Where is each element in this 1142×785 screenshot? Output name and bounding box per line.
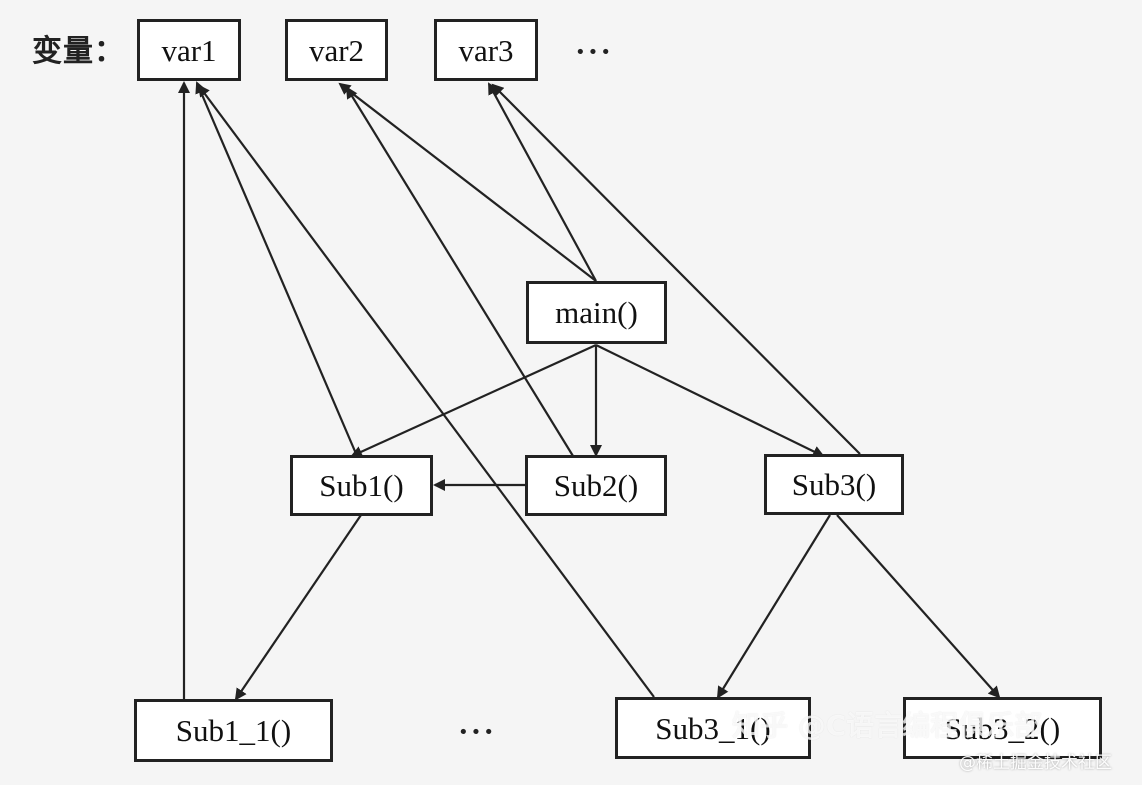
edge-sub2-to-var2 bbox=[345, 86, 574, 457]
node-sub1: Sub1() bbox=[290, 455, 433, 516]
edge-sub1-to-sub1-1 bbox=[234, 514, 362, 701]
edge-main-to-sub3 bbox=[595, 344, 825, 457]
edge-sub3-to-var3 bbox=[491, 83, 861, 455]
node-var1: var1 bbox=[137, 19, 241, 81]
edge-main-to-var3 bbox=[488, 82, 597, 282]
edge-sub3-1-to-var1 bbox=[197, 84, 655, 698]
node-sub1-1: Sub1_1() bbox=[134, 699, 333, 762]
edge-sub3-to-sub3-2 bbox=[836, 514, 1001, 699]
edge-main-to-var2 bbox=[338, 82, 597, 282]
top-ellipsis: ··· bbox=[575, 33, 614, 69]
node-sub3: Sub3() bbox=[764, 454, 904, 515]
node-var3: var3 bbox=[434, 19, 538, 81]
node-main: main() bbox=[526, 281, 667, 344]
node-sub3-2: Sub3_2() bbox=[903, 697, 1102, 759]
node-sub2: Sub2() bbox=[525, 455, 667, 516]
edge-sub3-to-sub3-1 bbox=[716, 514, 831, 699]
node-var2: var2 bbox=[285, 19, 388, 81]
node-sub3-1: Sub3_1() bbox=[615, 697, 811, 759]
edge-sub1-to-var1 bbox=[195, 81, 359, 457]
variables-label: 变量： bbox=[32, 34, 125, 69]
edge-main-to-sub1 bbox=[350, 343, 597, 458]
bottom-ellipsis: ··· bbox=[458, 713, 497, 749]
